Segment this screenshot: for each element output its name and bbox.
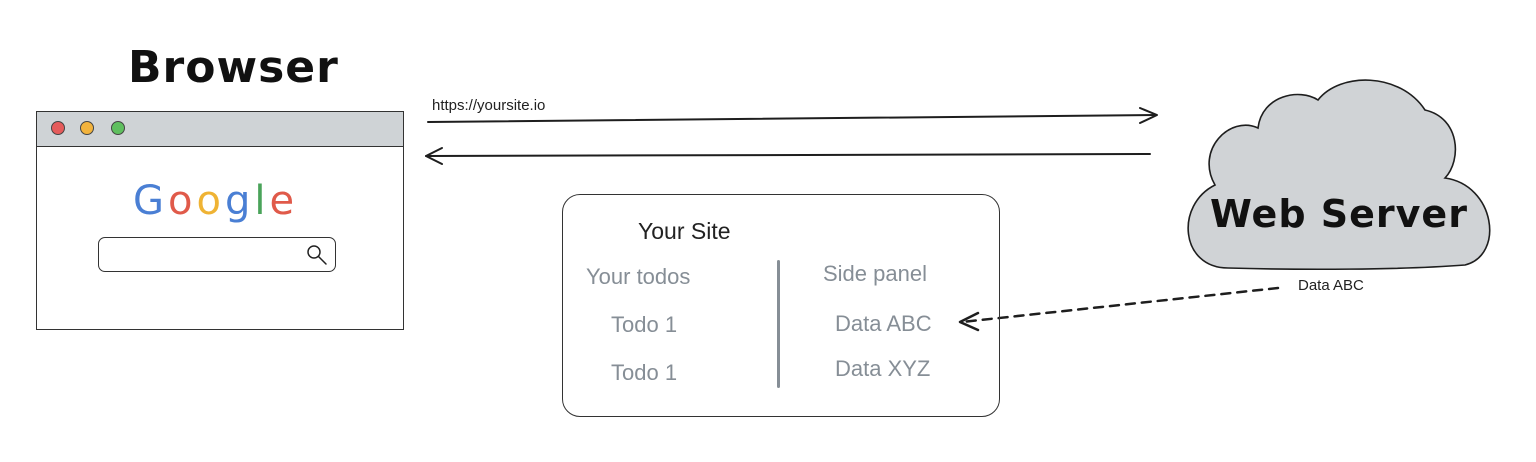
data-flow-arrow xyxy=(958,286,1280,332)
request-arrow xyxy=(427,107,1158,124)
server-data-label: Data ABC xyxy=(1298,277,1364,294)
browser-window: Google xyxy=(36,111,404,330)
logo-letter: e xyxy=(269,178,299,224)
browser-title-bar xyxy=(37,112,403,147)
search-input[interactable] xyxy=(98,237,336,272)
request-url-label: https://yoursite.io xyxy=(432,97,546,114)
logo-letter: o xyxy=(168,178,197,224)
side-panel-header: Side panel xyxy=(823,261,927,286)
close-dot-icon xyxy=(51,121,65,135)
site-panel: Your Site Your todos Todo 1 Todo 1 Side … xyxy=(562,194,1000,417)
todos-header: Your todos xyxy=(586,264,691,289)
response-arrow xyxy=(425,147,1151,165)
logo-letter: l xyxy=(254,178,270,224)
side-panel-item: Data XYZ xyxy=(835,356,931,381)
logo-letter: o xyxy=(196,178,225,224)
side-panel-item: Data ABC xyxy=(835,311,932,336)
logo-letter: G xyxy=(133,178,168,224)
web-server-label: Web Server xyxy=(1210,192,1468,236)
todo-item: Todo 1 xyxy=(611,312,678,337)
minimize-dot-icon xyxy=(80,121,94,135)
maximize-dot-icon xyxy=(111,121,125,135)
todo-item: Todo 1 xyxy=(611,360,678,385)
cloud-icon xyxy=(1187,79,1491,271)
site-title: Your Site xyxy=(638,218,731,244)
logo-letter: g xyxy=(224,178,255,224)
browser-title: Browser xyxy=(128,42,339,93)
search-icon[interactable] xyxy=(305,243,329,267)
panel-divider xyxy=(777,260,780,388)
google-logo: Google xyxy=(133,178,298,224)
